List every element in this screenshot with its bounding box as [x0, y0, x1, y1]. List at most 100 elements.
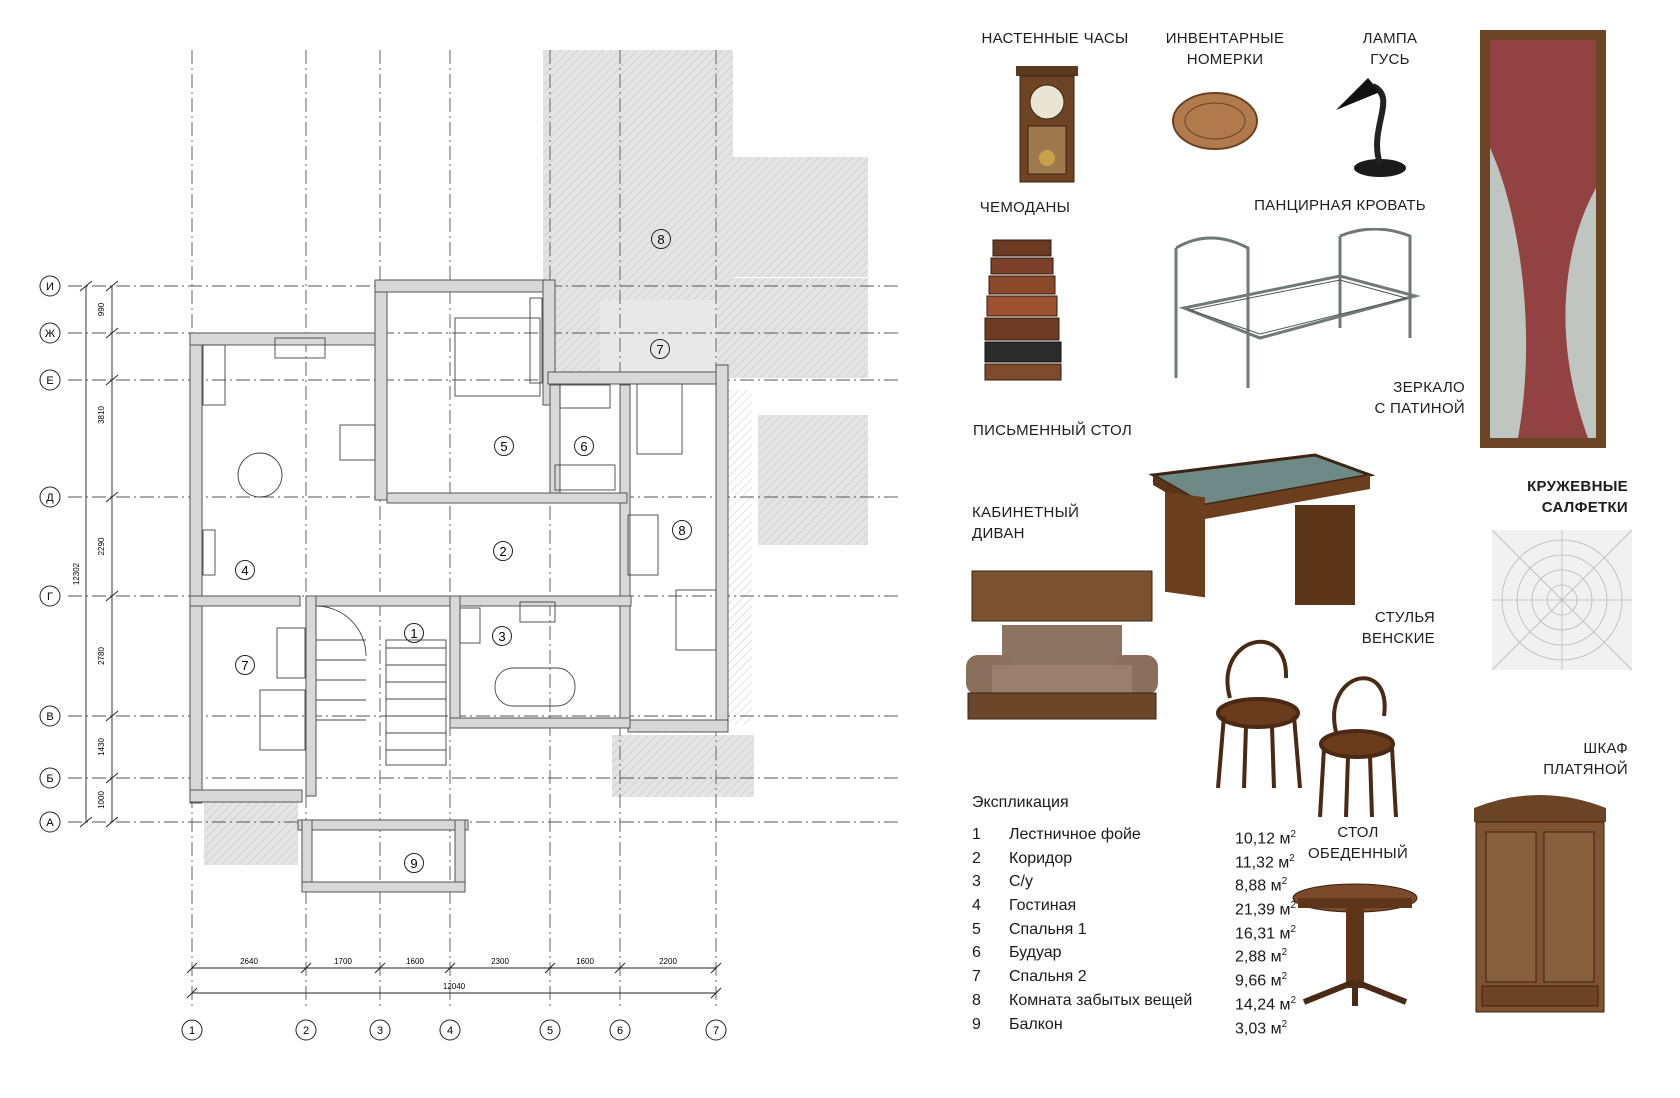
axis-bubble-col: [539, 1019, 561, 1041]
label-table: СТОЛ ОБЕДЕННЫЙ: [1307, 824, 1409, 862]
axis-bubble-col: [369, 1019, 391, 1041]
label-tags: ИНВЕНТАРНЫЕ НОМЕРКИ: [1165, 30, 1285, 68]
dimension-vertical: 2780: [97, 647, 106, 665]
explication-area: 14,24 м2: [1235, 994, 1297, 1014]
axis-bubble-col: [295, 1019, 317, 1041]
axis-bubble-row: [39, 585, 61, 607]
axis-label-row: Д: [46, 492, 54, 504]
label-bed: ПАНЦИРНАЯ КРОВАТЬ: [1254, 197, 1426, 214]
explication-row: 4 Гостиная 21,39 м2: [972, 895, 1312, 919]
room-marker: [492, 626, 512, 646]
cabinet-sofa-picture: [966, 570, 1158, 720]
label-desk: ПИСЬМЕННЫЙ СТОЛ: [973, 422, 1132, 439]
dimension-vertical: 1430: [97, 738, 106, 756]
dimension-vertical: 990: [97, 302, 106, 316]
explication-area: 8,88 м2: [1235, 876, 1288, 895]
room-marker: [235, 655, 255, 675]
room-marker: [493, 541, 513, 561]
explication-room-name: Коридор: [1009, 849, 1073, 867]
dimension-vertical: 1000: [97, 791, 106, 809]
explication-room-name: Комната забытых вещей: [1009, 991, 1193, 1009]
axis-label-col: 4: [447, 1025, 453, 1037]
room-marker-number: 3: [498, 629, 505, 644]
room-marker: [404, 623, 424, 643]
explication-number: 5: [972, 920, 981, 938]
room-marker-number: 4: [241, 563, 248, 578]
dining-table-picture: [1292, 883, 1418, 1006]
explication-room-name: Будуар: [1009, 944, 1062, 962]
label-mirror: ЗЕРКАЛО С ПАТИНОЙ: [1374, 379, 1465, 417]
dimension-horizontal: 2200: [659, 957, 677, 966]
room-marker-number: 9: [410, 856, 417, 871]
room-marker-number: 7: [656, 342, 663, 357]
axis-bubble-col: [705, 1019, 727, 1041]
vertical-dimensions: 990 3810 2290 2780 1430 1000 12302: [72, 280, 119, 828]
room-marker-number: 6: [580, 439, 587, 454]
dimension-vertical-total: 12302: [72, 562, 81, 585]
axis-label-col: 6: [617, 1025, 623, 1037]
explication-row: 6 Будуар 2,88 м2: [972, 942, 1312, 966]
axis-label-col: 2: [303, 1025, 309, 1037]
axis-bubble-row: [39, 369, 61, 391]
wall-clock-picture: [1016, 66, 1078, 183]
explication-room-name: Спальня 1: [1009, 920, 1087, 938]
explication-room-name: С/у: [1009, 873, 1033, 891]
axis-bubble-col: [181, 1019, 203, 1041]
dimension-horizontal: 1600: [406, 957, 424, 966]
explication-area: 11,32 м2: [1235, 852, 1295, 872]
axis-label-col: 5: [547, 1025, 553, 1037]
explication-row: 2 Коридор 11,32 м2: [972, 848, 1312, 872]
room-marker: [574, 436, 594, 456]
axis-bubble-row: [39, 322, 61, 344]
goose-lamp-picture: [1336, 78, 1406, 177]
walls: [189, 279, 729, 893]
axis-bubble-row: [39, 811, 61, 833]
explication-area: 21,39 м2: [1235, 900, 1297, 919]
explication-area: 9,66 м2: [1235, 971, 1288, 990]
dimension-horizontal: 1700: [334, 957, 352, 966]
axis-bubble-col: [439, 1019, 461, 1041]
axis-label-row: А: [46, 817, 54, 829]
explication-area: 16,31 м2: [1235, 923, 1297, 943]
suitcases-picture: [984, 239, 1062, 381]
dimension-vertical: 2290: [97, 537, 106, 555]
explication-number: 2: [972, 849, 981, 867]
explication-room-name: Лестничное фойе: [1009, 826, 1141, 843]
room-marker-number: 2: [499, 544, 506, 559]
explication-room-name: Балкон: [1009, 1015, 1063, 1033]
axis-label-row: Ж: [45, 328, 55, 340]
writing-desk-picture: [1148, 453, 1375, 605]
explication-area: 2,88 м2: [1235, 947, 1288, 966]
axis-label-row: В: [46, 711, 53, 723]
dimension-horizontal: 2300: [491, 957, 509, 966]
axis-label-row: Г: [47, 591, 53, 603]
inventory-tag-picture: [1172, 92, 1258, 150]
room-marker-number: 7: [241, 658, 248, 673]
dimension-horizontal: 1600: [576, 957, 594, 966]
dimension-vertical: 3810: [97, 406, 106, 424]
vienna-chair-picture-1: [1216, 639, 1302, 789]
explication-number: 9: [972, 1015, 981, 1033]
room-marker: [650, 339, 670, 359]
explication-title: Экспликация: [972, 794, 1069, 811]
explication-number: 4: [972, 897, 981, 915]
dimension-horizontal: 2640: [240, 957, 258, 966]
room-marker-number: 8: [678, 523, 685, 538]
room-marker: [235, 560, 255, 580]
label-clock: НАСТЕННЫЕ ЧАСЫ: [981, 30, 1129, 47]
axis-label-row: И: [46, 281, 54, 293]
room-marker-number: 8: [657, 232, 664, 247]
room-marker: [494, 436, 514, 456]
explication-room-name: Гостиная: [1009, 897, 1077, 915]
explication-number: 6: [972, 944, 981, 962]
plan-furniture: [202, 297, 717, 766]
patina-mirror-picture: [1480, 30, 1606, 448]
